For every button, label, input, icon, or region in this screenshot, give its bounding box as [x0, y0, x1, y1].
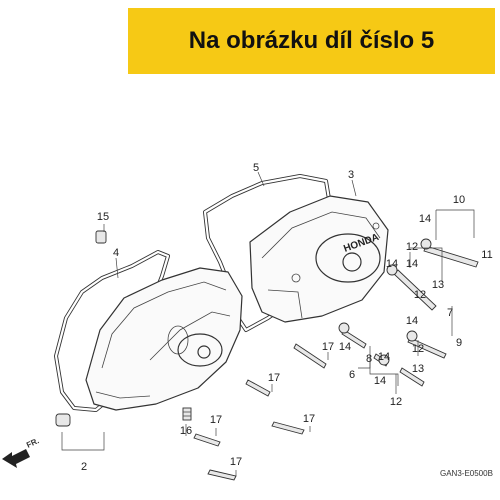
callout-14: 14: [386, 258, 398, 270]
callout-12: 12: [414, 289, 426, 301]
banner-text: Na obrázku díl číslo 5: [188, 27, 435, 54]
callout-12: 12: [406, 241, 418, 253]
callout-4: 4: [113, 247, 119, 259]
main-cover-part-1: [85, 267, 243, 411]
callout-17: 17: [322, 341, 334, 353]
callout-6: 6: [349, 369, 355, 381]
front-direction-arrow-icon: FR.: [2, 436, 41, 468]
diagram-code: GAN3-E0500B: [440, 469, 493, 478]
dowel-pin-part-15: [95, 230, 107, 244]
leader-lines: [61, 171, 475, 476]
callout-11: 11: [481, 249, 492, 261]
callout-14: 14: [378, 351, 390, 363]
callout-17: 17: [230, 456, 242, 468]
part-number-banner: Na obrázku díl číslo 5: [128, 8, 495, 74]
clip-part-16: [182, 407, 192, 421]
callout-3: 3: [348, 169, 354, 181]
callout-12: 12: [412, 343, 424, 355]
callout-12: 12: [390, 396, 402, 408]
callout-2: 2: [81, 461, 87, 473]
callout-14: 14: [374, 375, 386, 387]
callout-13: 13: [412, 363, 424, 375]
callout-labels: 5 3 10 15 14 4 12 11 14 14 13 12 7 14 9 …: [81, 162, 493, 473]
callout-16: 16: [180, 425, 192, 437]
rear-cover-part-3: HONDA: [249, 195, 389, 323]
callout-14: 14: [406, 258, 418, 270]
callout-5: 5: [253, 162, 259, 174]
callout-10: 10: [453, 194, 465, 206]
bolts-part-17: [193, 343, 327, 481]
callout-17: 17: [210, 414, 222, 426]
callout-15: 15: [97, 211, 109, 223]
dowel-part-2: [55, 413, 71, 427]
front-label: FR.: [25, 436, 40, 450]
washers-part-14: [338, 238, 432, 366]
callout-13: 13: [432, 279, 444, 291]
callout-14: 14: [419, 213, 431, 225]
callout-9: 9: [456, 337, 462, 349]
callout-14: 14: [406, 315, 418, 327]
callout-8: 8: [366, 353, 372, 365]
callout-17: 17: [303, 413, 315, 425]
callout-17: 17: [268, 372, 280, 384]
callout-14: 14: [339, 341, 351, 353]
callout-7: 7: [447, 307, 453, 319]
